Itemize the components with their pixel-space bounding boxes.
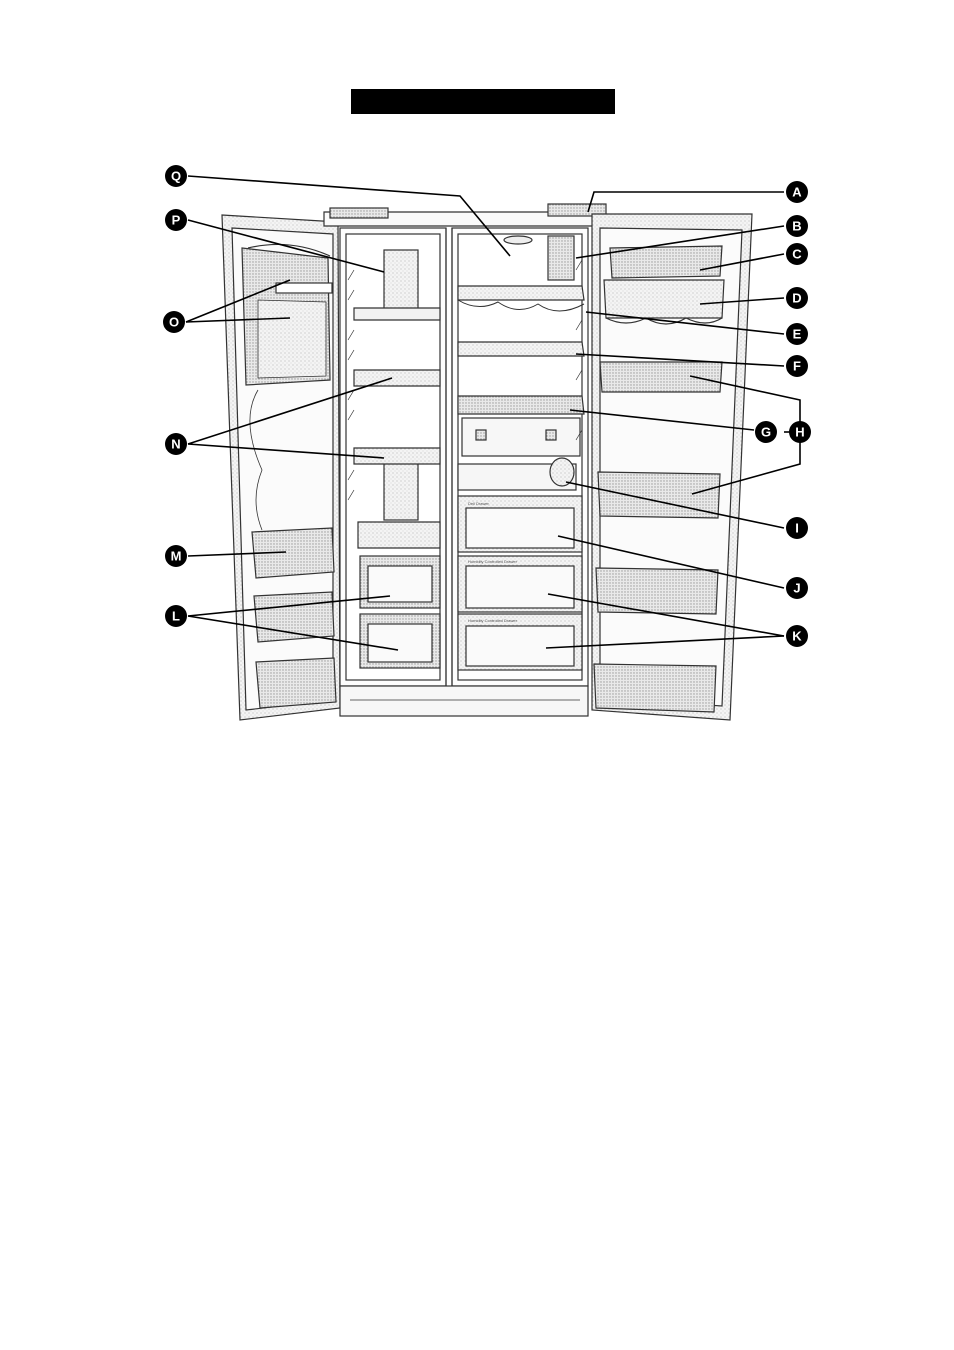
callout-G: G — [755, 421, 777, 443]
callout-P-letter: P — [172, 213, 181, 228]
callout-C-letter: C — [792, 247, 802, 262]
freezer-compartment — [340, 228, 446, 686]
callout-L: L — [165, 605, 187, 627]
callout-A-letter: A — [792, 185, 802, 200]
callout-B: B — [786, 215, 808, 237]
callout-A: A — [786, 181, 808, 203]
callout-Q-letter: Q — [171, 169, 181, 184]
callout-I: I — [786, 517, 808, 539]
callout-H-letter: H — [795, 425, 804, 440]
callout-G-letter: G — [761, 425, 771, 440]
callout-D-letter: D — [792, 291, 801, 306]
callout-K-letter: K — [792, 629, 802, 644]
callout-N-letter: N — [171, 437, 180, 452]
crisper-drawer-label-2: Humidity Controlled Drawer — [468, 618, 518, 623]
callout-M: M — [165, 545, 187, 567]
callout-M-letter: M — [171, 549, 182, 564]
callout-I-letter: I — [795, 521, 799, 536]
callout-O: O — [163, 311, 185, 333]
callout-E-letter: E — [793, 327, 802, 342]
refrigerator-diagram: Deli Drawer Humidity Controlled Drawer H… — [0, 0, 954, 760]
callout-F: F — [786, 355, 808, 377]
deli-drawer-label: Deli Drawer — [468, 501, 490, 506]
callout-J: J — [786, 577, 808, 599]
callout-B-letter: B — [792, 219, 801, 234]
callout-H: H — [789, 421, 811, 443]
callout-Q: Q — [165, 165, 187, 187]
callout-O-letter: O — [169, 315, 179, 330]
callout-D: D — [786, 287, 808, 309]
callout-F-letter: F — [793, 359, 801, 374]
callout-J-letter: J — [793, 581, 800, 596]
callout-E: E — [786, 323, 808, 345]
callout-P: P — [165, 209, 187, 231]
crisper-drawer-label-1: Humidity Controlled Drawer — [468, 559, 518, 564]
callout-K: K — [786, 625, 808, 647]
callout-N: N — [165, 433, 187, 455]
freezer-door — [222, 215, 340, 720]
callout-L-letter: L — [172, 609, 180, 624]
callout-C: C — [786, 243, 808, 265]
